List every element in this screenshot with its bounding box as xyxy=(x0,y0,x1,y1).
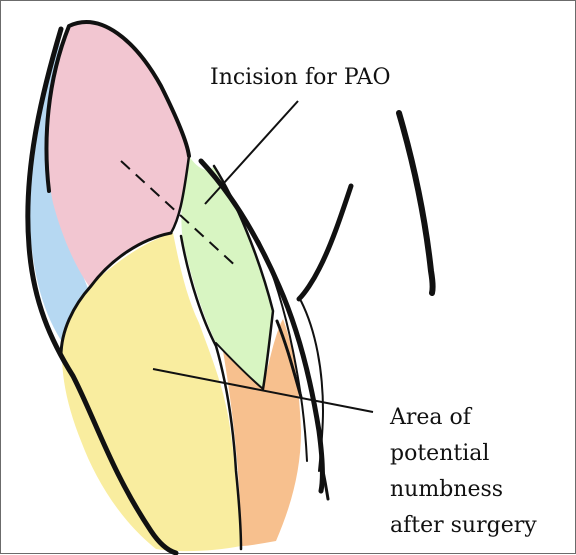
numbness-area-label-line-4: after surgery xyxy=(390,508,537,544)
numbness-area-label-line-1: Area of xyxy=(390,400,537,436)
numbness-area-label: Area of potential numbness after surgery xyxy=(390,400,537,544)
belly-contour xyxy=(299,186,351,299)
far-right-contour xyxy=(399,113,433,293)
incision-label: Incision for PAO xyxy=(210,67,391,89)
incision-leader-line xyxy=(205,101,298,204)
numbness-area-label-line-3: numbness xyxy=(390,472,537,508)
numbness-area-label-line-2: potential xyxy=(390,436,537,472)
